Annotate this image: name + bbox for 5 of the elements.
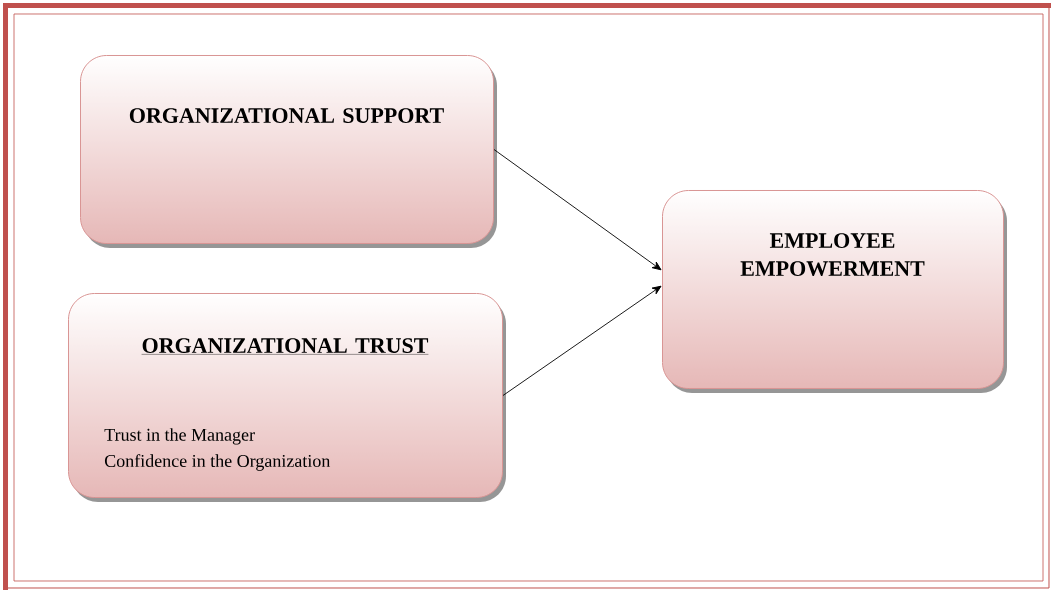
arrow — [493, 149, 662, 271]
process-box: EMPLOYEE EMPOWERMENT — [662, 190, 1007, 393]
arrow — [502, 285, 662, 396]
process-box: ORGANIZATIONAL SUPPORT — [80, 55, 497, 248]
process-box: ORGANIZATIONAL TRUST Trust in the Manager Confidence in the Organization — [68, 293, 506, 502]
